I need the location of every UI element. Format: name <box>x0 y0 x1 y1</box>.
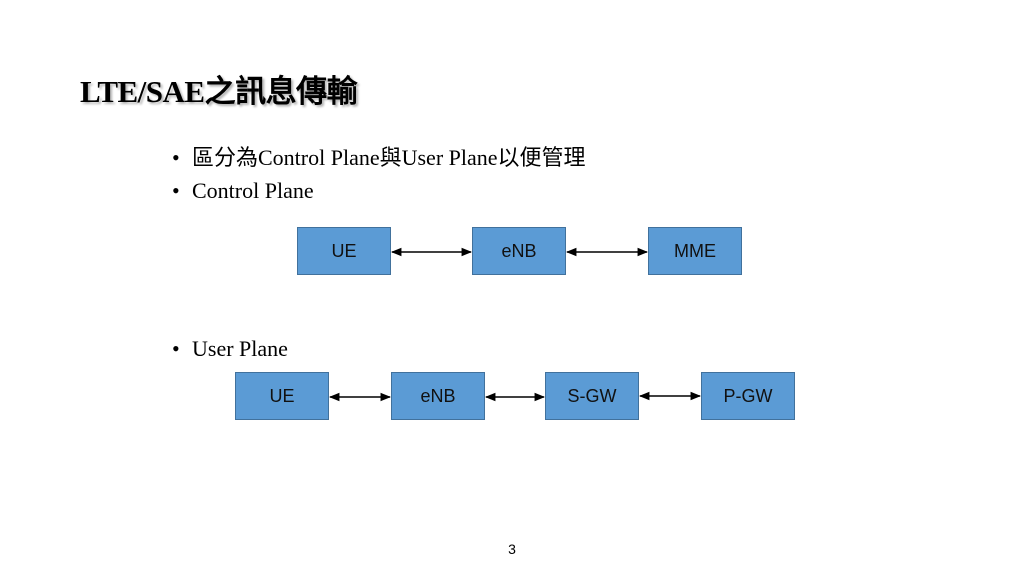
bullet-item: • 區分為Control Plane與User Plane以便管理 <box>172 140 586 172</box>
bullet-item: • User Plane <box>172 336 288 362</box>
bullet-dot-icon: • <box>172 336 180 361</box>
user-plane-node-enb: eNB <box>391 372 485 420</box>
control-plane-node-enb: eNB <box>472 227 566 275</box>
bullet-text: User Plane <box>192 336 288 361</box>
user-plane-node-ue: UE <box>235 372 329 420</box>
page-number: 3 <box>508 541 516 557</box>
user-plane-node-sgw: S-GW <box>545 372 639 420</box>
slide-title: LTE/SAE之訊息傳輸 <box>80 74 358 109</box>
control-plane-node-mme: MME <box>648 227 742 275</box>
bullet-text: 區分為Control Plane與User Plane以便管理 <box>192 145 586 170</box>
bullet-text: Control Plane <box>192 178 314 203</box>
user-plane-node-pgw: P-GW <box>701 372 795 420</box>
control-plane-node-ue: UE <box>297 227 391 275</box>
bullet-dot-icon: • <box>172 178 180 203</box>
bullet-item: • Control Plane <box>172 178 314 204</box>
bullet-dot-icon: • <box>172 145 180 170</box>
